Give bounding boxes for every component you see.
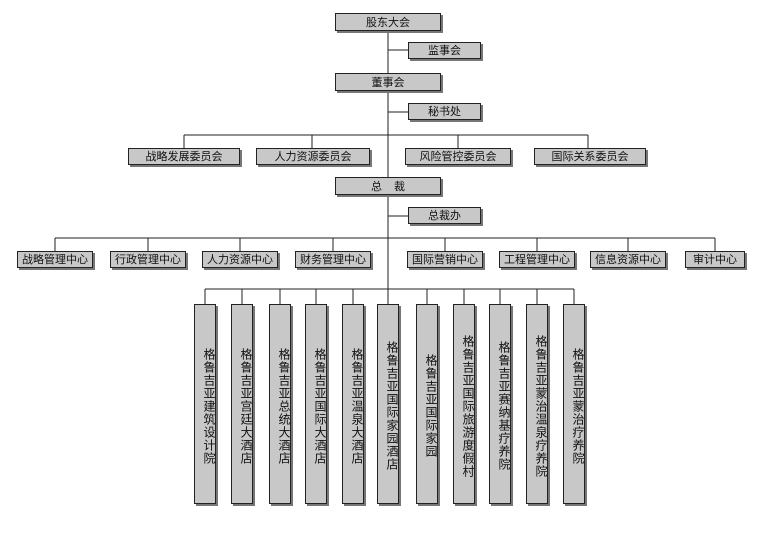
center-label: 人力资源中心 [207,253,273,266]
center-box: 行政管理中心 [110,251,186,268]
subsidiary-label: 格鲁吉亚总统大酒店 [277,347,291,465]
subsidiary-label: 格鲁吉亚国际家园酒店 [385,341,399,471]
shareholders-box: 股东大会 [335,13,441,31]
ceo-office-label: 总裁办 [428,209,461,222]
secretariat-box: 秘书处 [408,103,481,120]
center-box: 财务管理中心 [295,251,371,268]
subsidiary-box: 格鲁吉亚宫廷大酒店 [231,304,253,504]
subsidiary-label: 格鲁吉亚国际大酒店 [313,347,327,465]
center-label: 信息资源中心 [595,253,661,266]
subsidiary-label: 格鲁吉亚赛纳基疗养院 [497,341,511,471]
committee-box: 国际关系委员会 [534,148,646,165]
center-label: 战略管理中心 [22,253,88,266]
subsidiary-label: 格鲁吉亚国际旅游度假村 [461,334,475,478]
center-label: 国际营销中心 [412,253,478,266]
center-label: 工程管理中心 [504,253,570,266]
committee-box: 战略发展委员会 [128,148,240,165]
supervisory-board-box: 监事会 [408,42,481,59]
subsidiary-label: 格鲁吉亚国际家园 [424,354,438,458]
subsidiary-box: 格鲁吉亚国际家园 [416,304,438,504]
subsidiary-label: 格鲁吉亚温泉大酒店 [350,347,364,465]
center-label: 行政管理中心 [115,253,181,266]
center-box: 审计中心 [685,251,745,268]
subsidiary-box: 格鲁吉亚赛纳基疗养院 [489,304,511,504]
committee-box: 风险管控委员会 [405,148,511,165]
subsidiary-box: 格鲁吉亚国际大酒店 [305,304,327,504]
subsidiary-box: 格鲁吉亚蒙治温泉疗养院 [526,304,548,504]
subsidiary-label: 格鲁吉亚蒙治疗养院 [571,347,585,465]
secretariat-label: 秘书处 [428,105,461,118]
center-box: 国际营销中心 [407,251,483,268]
center-label: 财务管理中心 [300,253,366,266]
subsidiary-box: 格鲁吉亚蒙治疗养院 [563,304,585,504]
committee-label: 国际关系委员会 [551,150,629,163]
supervisory-board-label: 监事会 [428,44,461,57]
subsidiary-label: 格鲁吉亚宫廷大酒店 [239,347,253,465]
shareholders-label: 股东大会 [366,15,410,29]
center-box: 战略管理中心 [17,251,93,268]
board-box: 董事会 [335,73,441,91]
ceo-office-box: 总裁办 [408,207,481,224]
committee-label: 人力资源委员会 [274,150,352,163]
subsidiary-box: 格鲁吉亚建筑设计院 [194,304,216,504]
ceo-label: 总裁 [371,179,417,193]
subsidiary-label: 格鲁吉亚建筑设计院 [202,347,216,465]
center-box: 人力资源中心 [202,251,278,268]
center-label: 审计中心 [693,253,737,266]
subsidiary-box: 格鲁吉亚国际旅游度假村 [453,304,475,504]
committee-box: 人力资源委员会 [256,148,370,165]
subsidiary-box: 格鲁吉亚温泉大酒店 [342,304,364,504]
board-label: 董事会 [371,75,405,89]
subsidiary-label: 格鲁吉亚蒙治温泉疗养院 [534,334,548,478]
committee-label: 风险管控委员会 [419,150,497,163]
ceo-box: 总裁 [335,177,441,195]
center-box: 信息资源中心 [590,251,666,268]
subsidiary-box: 格鲁吉亚总统大酒店 [269,304,291,504]
subsidiary-box: 格鲁吉亚国际家园酒店 [377,304,399,504]
committee-label: 战略发展委员会 [145,150,223,163]
center-box: 工程管理中心 [499,251,575,268]
